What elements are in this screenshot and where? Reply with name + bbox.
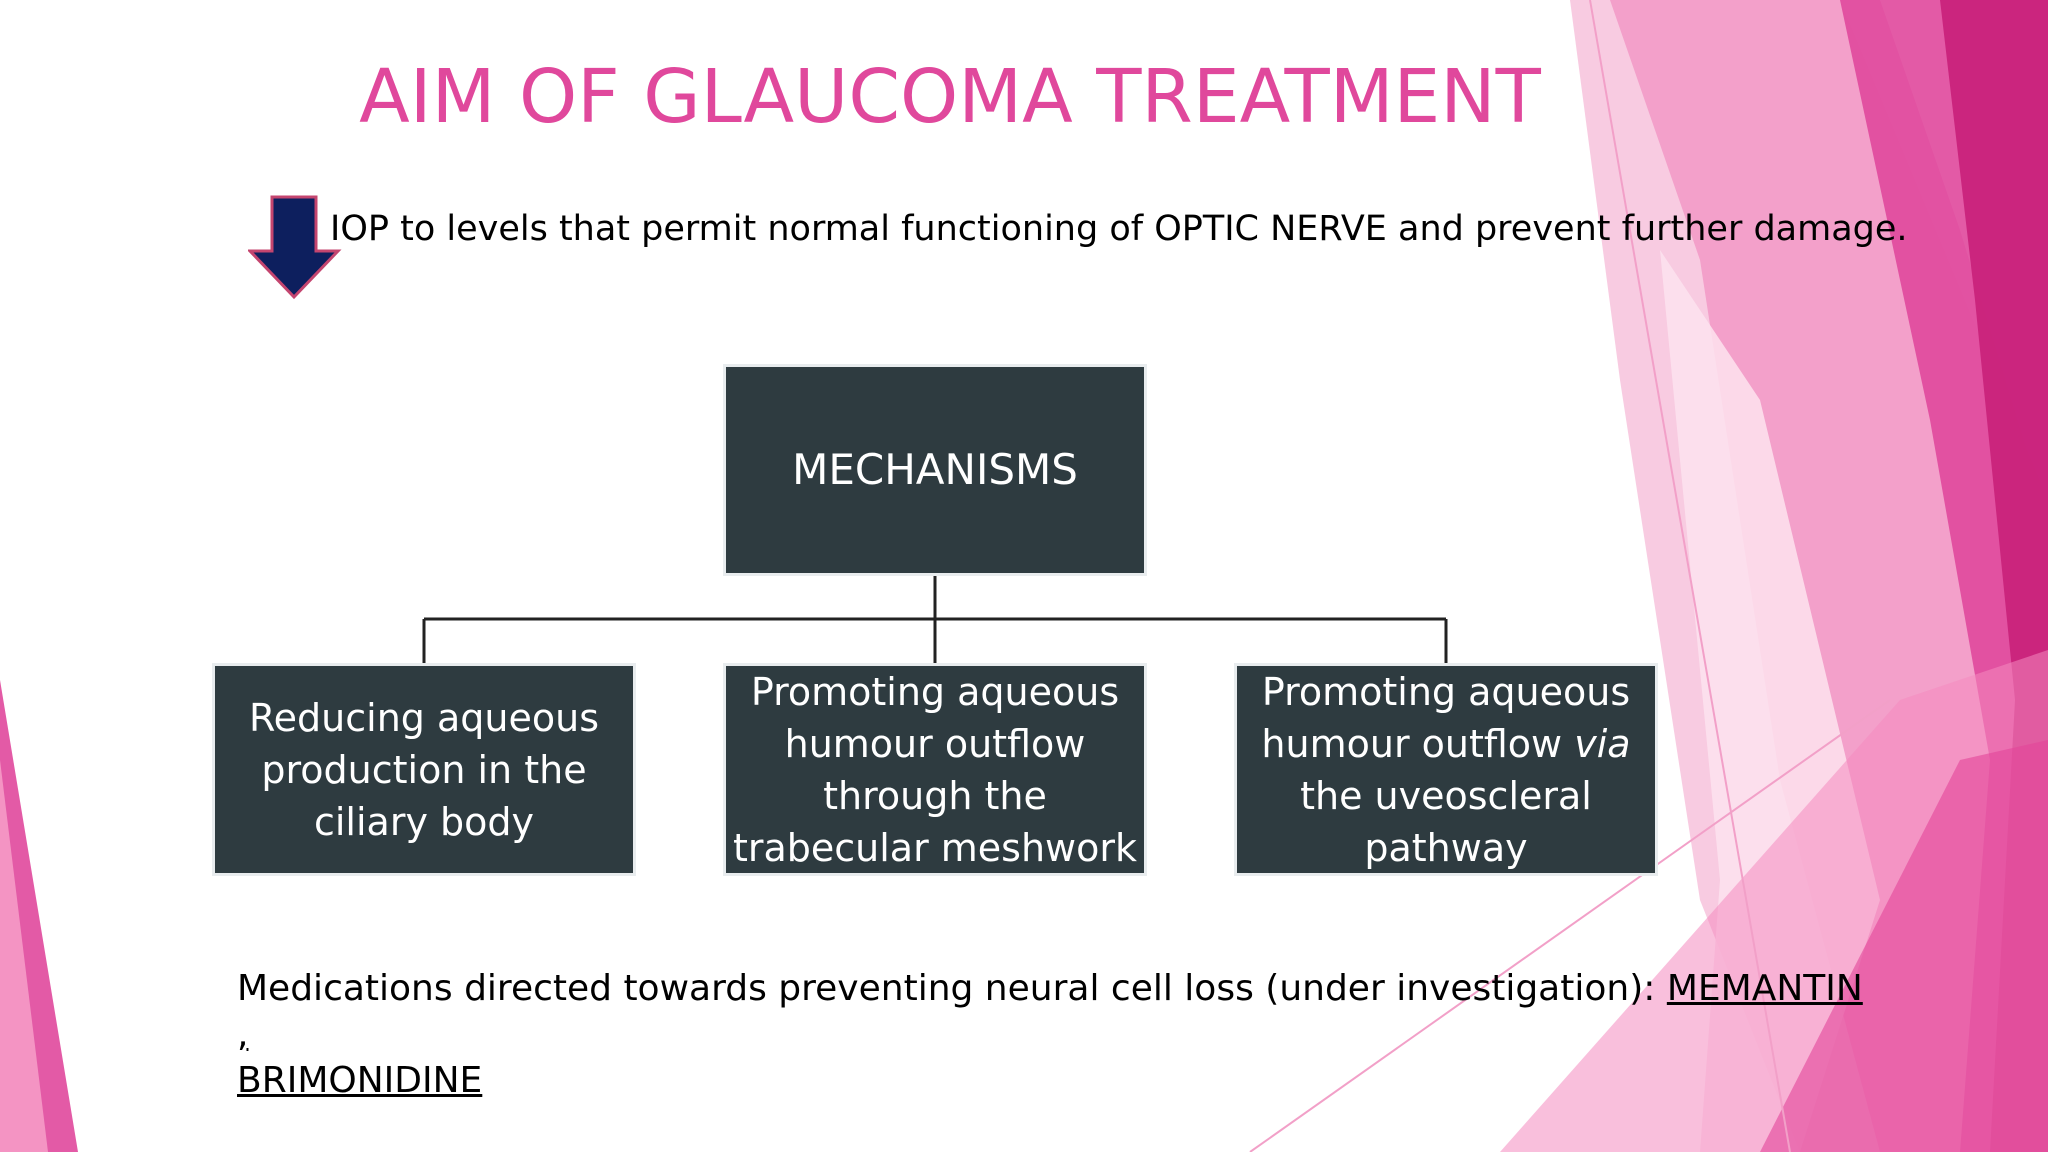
bg-shard-bottom2 [1760,740,2048,1152]
mechanism-text-line: production in the [261,747,587,792]
mechanism-text-line: Promoting aqueous [750,669,1120,714]
footer-medications: Medications directed towards preventing … [237,966,1877,1104]
bg-thin-line [1249,699,1891,1152]
mechanism-text-line: humour outflow via [1261,718,1630,770]
intro-text: IOP to levels that permit normal functio… [330,209,1908,249]
mechanism-text-line: ciliary body [313,799,534,844]
mechanism-text-line: Promoting aqueous [1261,669,1631,714]
mechanism-text-line: Reducing aqueous [248,695,599,740]
down-arrow-icon [248,195,342,300]
mechanisms-label: MECHANISMS [792,445,1078,494]
mechanism-text-line: through the [823,773,1047,818]
slide-title: AIM OF GLAUCOMA TREATMENT [359,54,1541,140]
mechanism-text-line: trabecular meshwork [732,825,1138,870]
mechanisms-box: MECHANISMS [723,364,1147,576]
footer-text: Medications directed towards preventing … [237,968,1667,1009]
mechanism-text-line: pathway [1364,825,1528,870]
mechanism-text-segment: humour outflow [1261,721,1575,766]
mechanism-box-reduce-production: Reducing aqueous production in the cilia… [212,663,636,876]
drug-brimonidine: BRIMONIDINE [237,1060,483,1101]
mechanism-text-line: humour outflow [784,721,1086,766]
drug-memantin: MEMANTIN , [237,968,1863,1055]
mechanism-text-emphasis: via [1574,721,1631,766]
mechanism-box-uveoscleral-outflow: Promoting aqueous humour outflow via the… [1234,663,1658,876]
mechanism-text-line: the uveoscleral [1300,773,1592,818]
bg-shard-left-light [0,760,48,1152]
mechanism-box-trabecular-outflow: Promoting aqueous humour outflow through… [723,663,1147,876]
bg-thin-line-2 [1589,0,1791,1152]
